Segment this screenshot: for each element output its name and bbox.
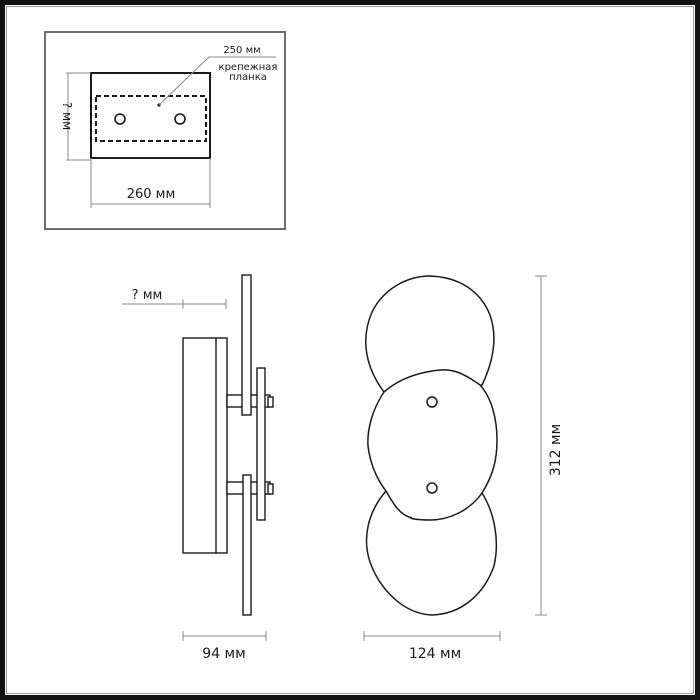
mount-hole-upper [426,396,438,408]
middle-glass-disc [367,369,498,521]
side-view: ? мм 94 мм [122,274,274,662]
lower-glass-plate [242,474,252,616]
inset-border [44,31,286,230]
bottom-glass-disc [365,490,498,616]
bracket-caption-line1: крепежная [219,62,278,73]
leader-line [158,56,210,106]
middle-glass-plate [256,367,266,521]
screw-hole-right [174,113,186,125]
bracket-size-label: 250 мм [223,45,260,56]
inset-panel: 250 мм крепежная планка ? мм 260 мм [44,31,286,230]
top-glass-disc [365,275,495,393]
front-view: 312 мм 124 мм [363,275,564,662]
canopy-outline [90,72,211,159]
inset-height-label: ? мм [60,102,74,130]
bracket-caption-line2: планка [229,72,267,83]
mounting-bracket-dashed [95,95,207,142]
upper-glass-plate [241,274,252,416]
inner-frame [6,6,694,694]
mount-hole-lower [426,482,438,494]
front-width-label: 124 мм [409,646,461,662]
inset-width-label: 260 мм [127,187,176,202]
front-height-label: 312 мм [548,424,564,476]
canopy-body [182,337,228,554]
side-top-dim-label: ? мм [132,288,163,303]
screw-hole-left [114,113,126,125]
side-depth-label: 94 мм [202,646,245,662]
